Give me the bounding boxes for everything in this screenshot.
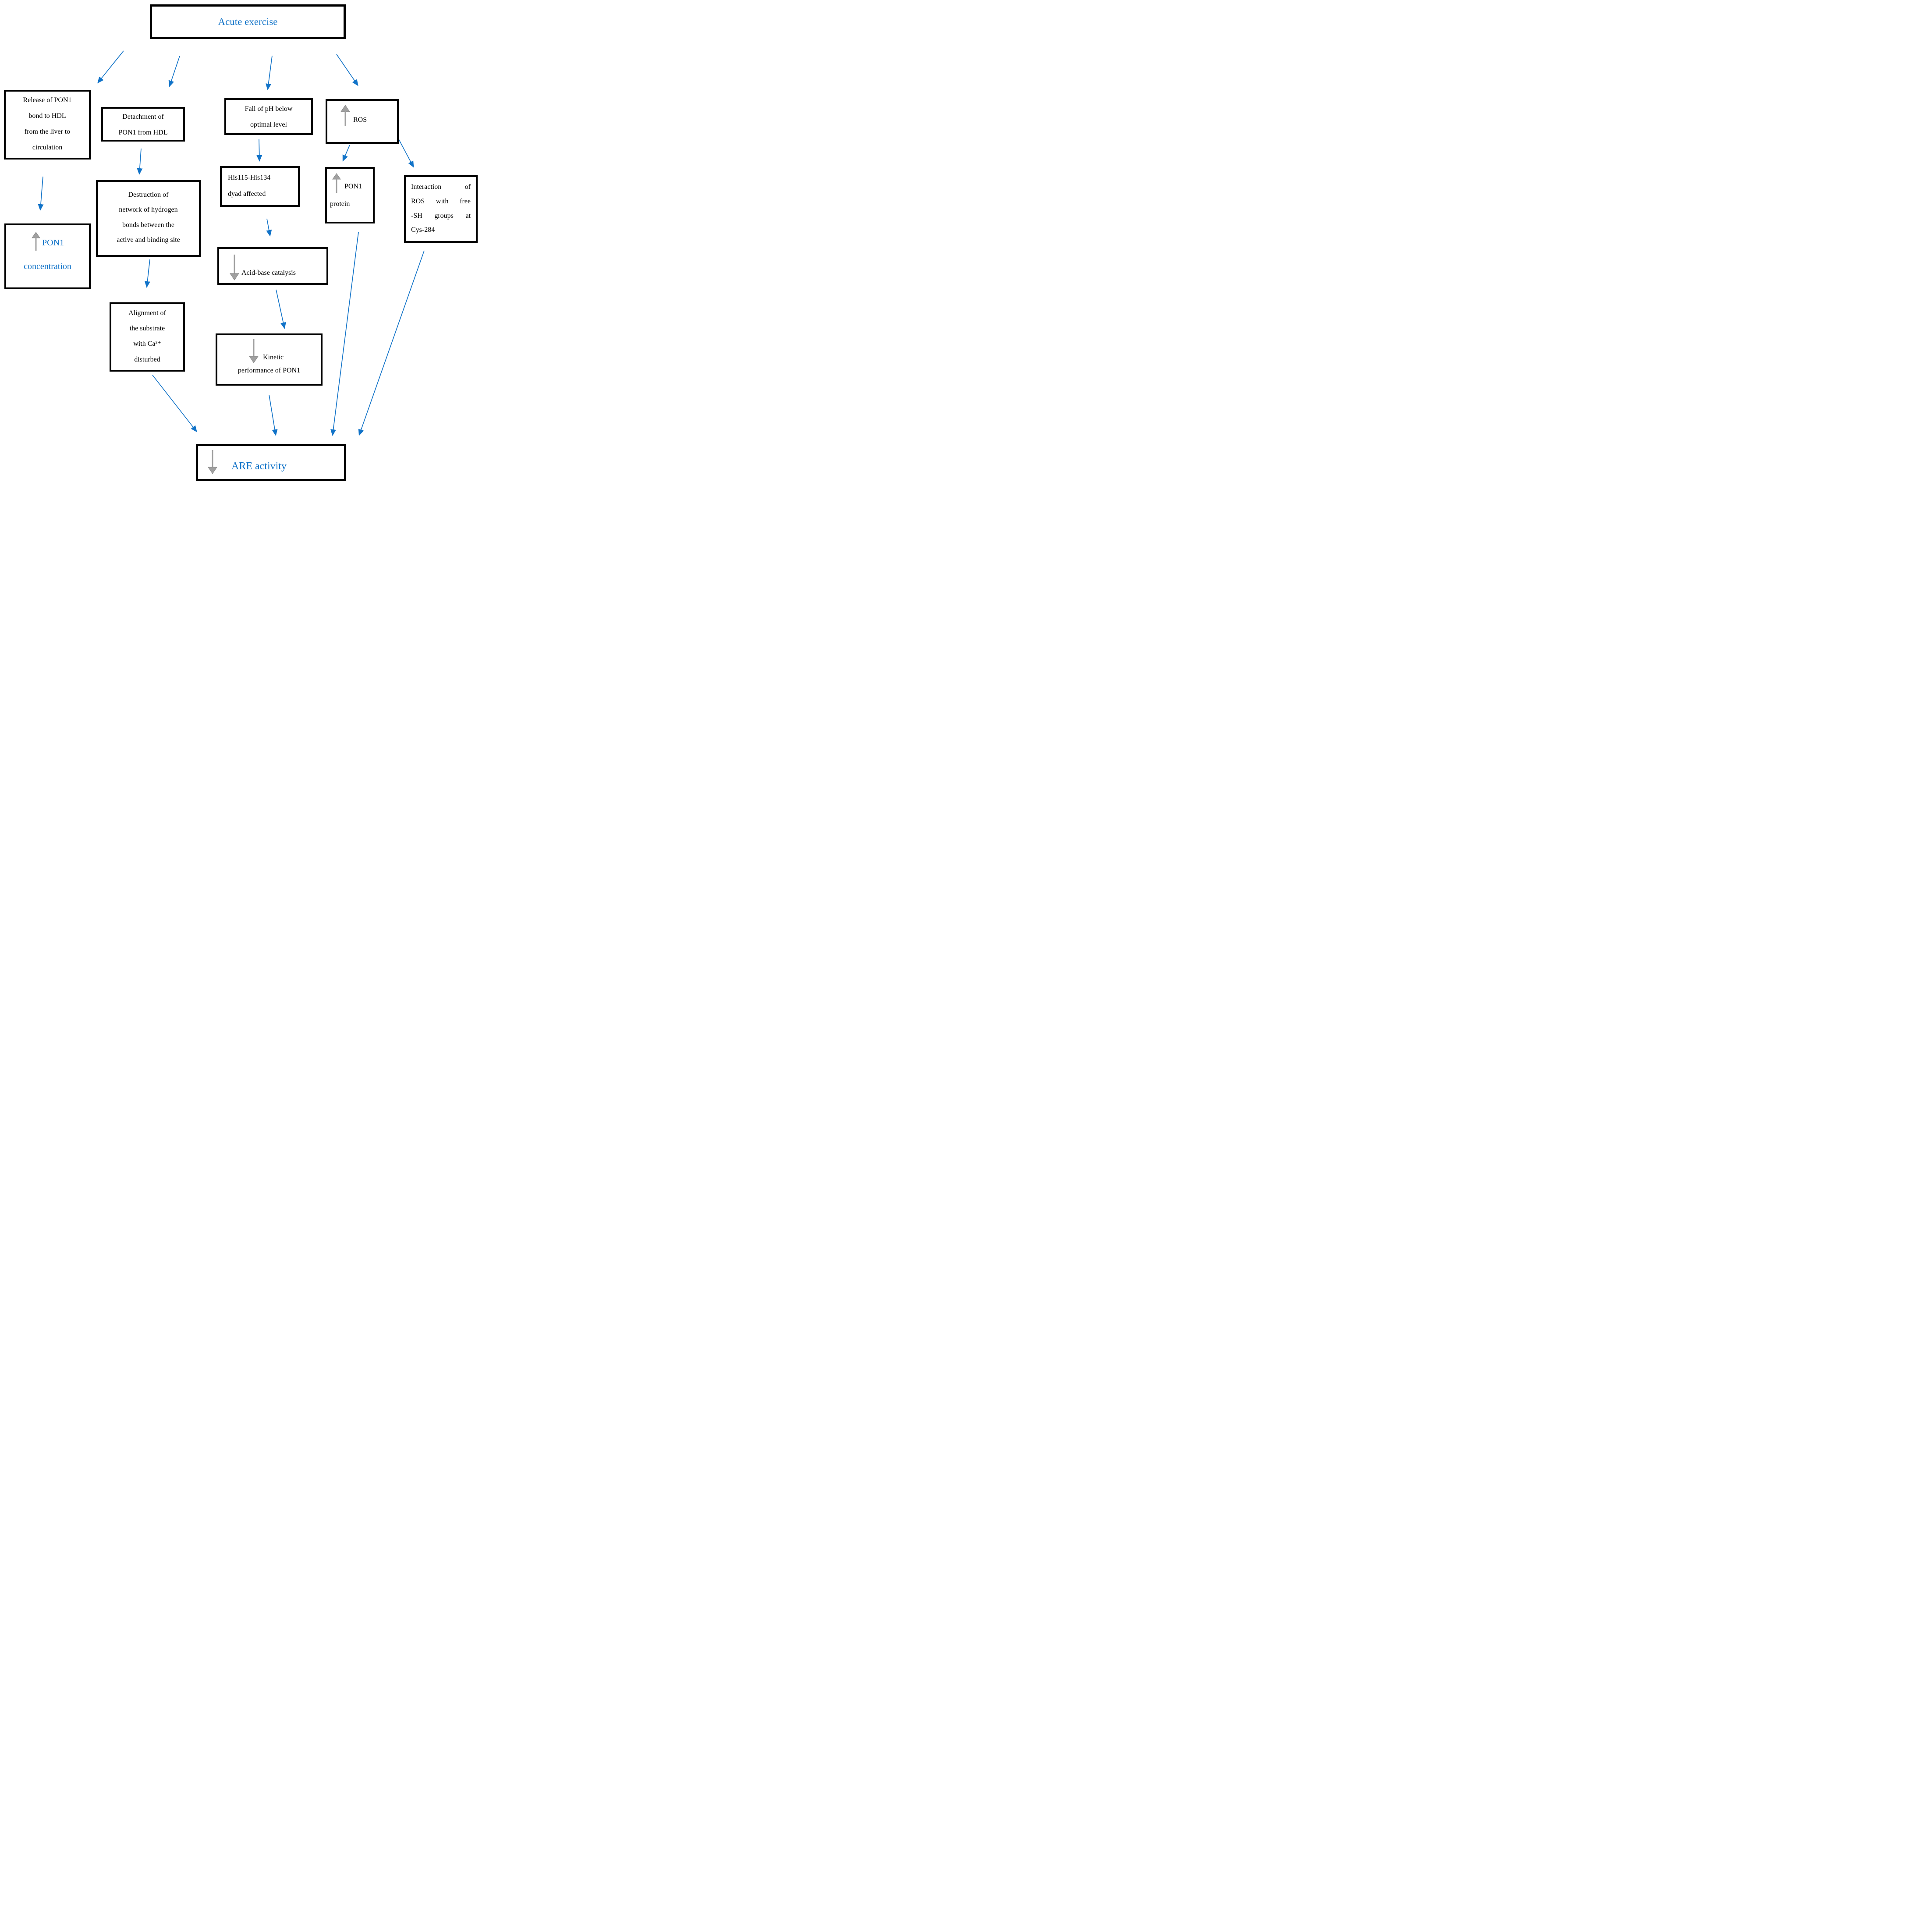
kinetic-line2: performance of PON1 (238, 367, 301, 374)
arrow-ros-to-interaction (398, 139, 414, 168)
his-dyad-line: His115-His134 (228, 174, 271, 181)
pon1-concentration-box: PON1 concentration (4, 223, 91, 289)
interaction-line: -SH groups at (411, 212, 471, 220)
arrow-acute-to-ph (266, 55, 273, 90)
up-arrow-icon (32, 232, 40, 251)
arrow-destruction-to-alignment (144, 259, 150, 288)
ph-fall-box: Fall of pH below optimal level (224, 98, 313, 135)
pon1-concentration-line2: concentration (24, 262, 71, 271)
arrow-interaction-to-are (358, 250, 425, 436)
interaction-ros-box: Interaction of ROS with free -SH groups … (404, 175, 478, 243)
down-arrow-icon (208, 450, 217, 474)
acute-exercise-box: Acute exercise (150, 4, 346, 39)
destruction-line: active and binding site (117, 236, 180, 244)
release-line: bond to HDL (28, 112, 66, 120)
ph-fall-line: Fall of pH below (245, 105, 293, 113)
down-arrow-icon (249, 339, 259, 363)
alignment-box: Alignment of the substrate with Ca²⁺ dis… (110, 302, 185, 372)
pon1-protein-box: PON1 protein (325, 167, 375, 223)
his-dyad-box: His115-His134 dyad affected (220, 166, 300, 207)
arrow-acute-to-release (97, 50, 124, 84)
acid-base-box: Acid-base catalysis (217, 247, 328, 285)
acute-exercise-label: Acute exercise (218, 16, 278, 27)
arrow-detachment-to-destruction (137, 148, 143, 175)
up-arrow-icon (340, 105, 350, 126)
arrow-acute-to-detachment (168, 56, 180, 87)
are-activity-label: ARE activity (231, 461, 287, 472)
release-line: circulation (32, 144, 63, 151)
alignment-line: the substrate (129, 325, 165, 333)
release-line: Release of PON1 (23, 96, 72, 104)
alignment-line: disturbed (134, 355, 160, 363)
detachment-line: Detachment of (122, 113, 164, 121)
arrow-kinetic-to-are (269, 394, 278, 436)
arrow-ros-to-pon1-protein (342, 145, 350, 162)
pon1-protein-line1: PON1 (344, 183, 362, 190)
acid-base-label: Acid-base catalysis (241, 269, 296, 277)
destruction-line: network of hydrogen (119, 206, 178, 214)
interaction-line: Cys-284 (411, 226, 435, 234)
down-arrow-icon (230, 255, 239, 280)
alignment-line: with Ca²⁺ (133, 340, 161, 348)
his-dyad-line: dyad affected (228, 190, 266, 198)
detachment-box: Detachment of PON1 from HDL (101, 107, 185, 142)
pon1-protein-line2: protein (330, 200, 350, 208)
arrow-alignment-to-are (152, 375, 197, 432)
destruction-box: Destruction of network of hydrogen bonds… (96, 180, 201, 257)
are-activity-box: ARE activity (196, 444, 346, 481)
ros-label: ROS (353, 116, 367, 124)
diagram-canvas: Acute exercise Release of PON1 bond to H… (0, 0, 482, 483)
arrow-pon1-protein-to-are (330, 232, 359, 436)
arrow-acid-base-to-kinetic (276, 289, 286, 329)
alignment-line: Alignment of (128, 309, 166, 317)
ph-fall-line: optimal level (250, 121, 287, 128)
up-arrow-icon (332, 173, 341, 193)
interaction-line: ROS with free (411, 197, 471, 205)
kinetic-line1: Kinetic (263, 354, 284, 361)
destruction-line: bonds between the (122, 221, 175, 229)
arrow-release-to-concentration (38, 176, 44, 211)
detachment-line: PON1 from HDL (118, 129, 168, 136)
kinetic-box: Kinetic performance of PON1 (216, 333, 323, 386)
release-line: from the liver to (24, 128, 71, 135)
pon1-concentration-line1: PON1 (42, 238, 64, 248)
arrow-his-dyad-to-acid-base (266, 218, 272, 237)
release-pon1-box: Release of PON1 bond to HDL from the liv… (4, 90, 91, 160)
arrow-acute-to-ros (336, 54, 358, 86)
ros-box: ROS (326, 99, 399, 144)
destruction-line: Destruction of (128, 191, 169, 199)
interaction-line: Interaction of (411, 183, 471, 191)
